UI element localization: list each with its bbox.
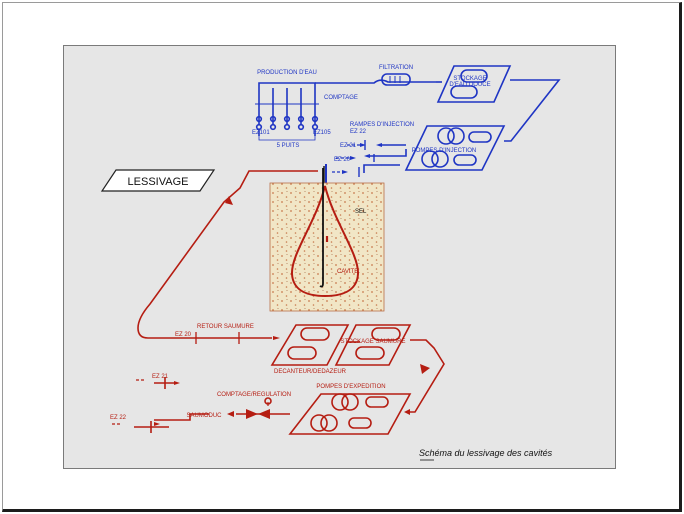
label-ez22-bottom: EZ 22 (110, 415, 127, 421)
pompes-expedition-platform (288, 393, 412, 435)
storage-tank-2 (450, 85, 478, 99)
label-comptage-regulation: COMPTAGE/REGULATION (217, 392, 291, 398)
label-ez21-top: EZ 21 (340, 143, 357, 149)
label-rampes: RAMPES D'INJECTION (350, 122, 414, 128)
brine-arrows (154, 196, 430, 426)
label-sel: SEL (355, 209, 367, 215)
salt-formation (269, 182, 385, 312)
decanteur-platform (270, 324, 350, 366)
label-ez22-top: EZ 22 (350, 129, 367, 135)
label-puits: 5 PUITS (277, 143, 300, 149)
label-ez21-bottom: EZ 21 (152, 374, 169, 380)
brine-to-pumps (410, 339, 445, 413)
label-decanteur: DECANTEUR/DEDAZEUR (274, 369, 347, 375)
label-pompes-expedition: POMPES D'EXPEDITION (316, 384, 385, 390)
water-arrows (342, 143, 382, 174)
label-production-eau: PRODUCTION D'EAU (257, 70, 317, 76)
label-retour-saumure: RETOUR SAUMURE (197, 324, 254, 330)
label-stockage-2: D'EAU DOUCE (449, 82, 490, 88)
brine-network (112, 170, 445, 435)
cavity-tube (319, 168, 324, 288)
title-text: LESSIVAGE (128, 176, 189, 188)
label-ez20-bottom: EZ 20 (175, 332, 192, 338)
injection-ramps (363, 144, 407, 173)
stockage-saumure-platform (334, 324, 412, 366)
diagram-panel: LESSIVAGE PRODUCTION D'EAU FILTRATION ST… (63, 45, 616, 469)
label-stockage-1: STOCKAGE (453, 76, 486, 82)
label-ez20-top: EZ 20 (334, 157, 351, 163)
pumps-injection-platform (404, 125, 506, 171)
filtration-unit (381, 73, 411, 86)
lessivage-diagram: LESSIVAGE PRODUCTION D'EAU FILTRATION ST… (100, 65, 561, 461)
label-pompes-injection: POMPES D'INJECTION (412, 148, 477, 154)
cavity-outline (290, 185, 360, 298)
water-network (255, 65, 561, 249)
label-filtration: FILTRATION (379, 65, 413, 71)
label-stockage-saumure: STOCKAGE SAUMURE (341, 339, 406, 345)
regulation-valve (246, 409, 258, 419)
title-box: LESSIVAGE (100, 169, 216, 192)
label-saumoduc: SAUMODUC (186, 413, 222, 419)
label-ez101: EZ101 (252, 130, 270, 136)
label-comptage: COMPTAGE (324, 95, 358, 101)
label-ez105: EZ105 (313, 130, 331, 136)
water-to-pumps (504, 79, 561, 142)
wells (255, 88, 319, 141)
storage-platform-water (436, 65, 512, 103)
production-pipe (315, 79, 436, 84)
retour-saumure-pipe (137, 170, 318, 339)
label-cavite: CAVITE (337, 269, 358, 275)
caption: Schéma du lessivage des cavités (419, 448, 553, 458)
storage-tank-1 (460, 69, 488, 83)
